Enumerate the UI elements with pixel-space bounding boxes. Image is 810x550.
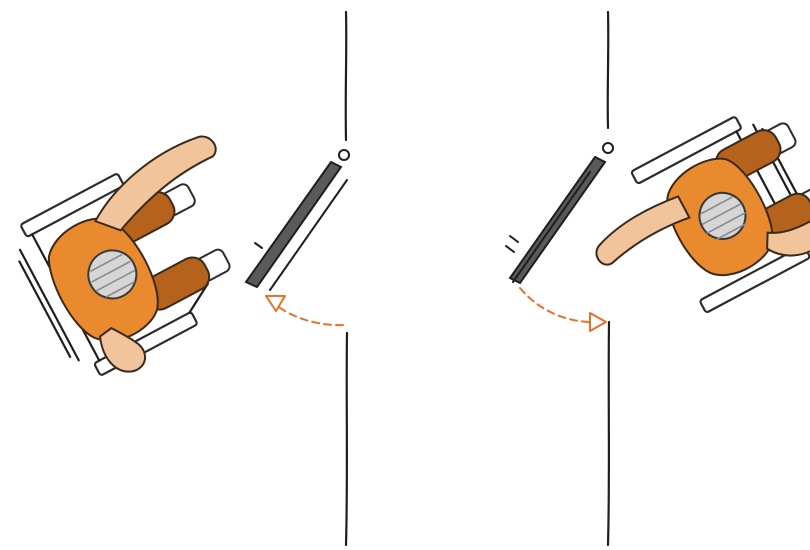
right-door-leaf — [505, 155, 607, 285]
left-arm-reaching — [93, 135, 217, 232]
left-wheelchair-user — [18, 135, 231, 376]
right-arm-lower — [766, 220, 810, 257]
right-hinge-icon — [602, 142, 614, 154]
left-wheelchair-wheel-top — [20, 173, 125, 238]
right-arm-reaching — [595, 195, 691, 266]
left-helmet-stripes — [89, 253, 136, 298]
left-arm-lower — [98, 326, 146, 373]
left-hinge-icon — [338, 149, 350, 161]
right-door-swing-arrow — [519, 287, 593, 323]
right-head — [698, 191, 747, 240]
right-arrowhead-icon — [589, 312, 607, 332]
right-helmet-stripes — [700, 196, 747, 240]
left-door-swing-arrow — [275, 304, 344, 327]
right-panel — [505, 10, 810, 547]
right-wall-lower — [606, 320, 611, 547]
right-wheelchair-user — [595, 116, 810, 313]
left-wall-lower — [344, 331, 349, 547]
left-wall-upper — [344, 10, 348, 142]
right-wall-upper — [606, 10, 610, 130]
left-door-leaf — [244, 160, 348, 291]
left-panel — [18, 10, 350, 547]
right-wheelchair-wheel-top — [630, 116, 742, 185]
left-arrowhead-icon — [265, 295, 286, 312]
